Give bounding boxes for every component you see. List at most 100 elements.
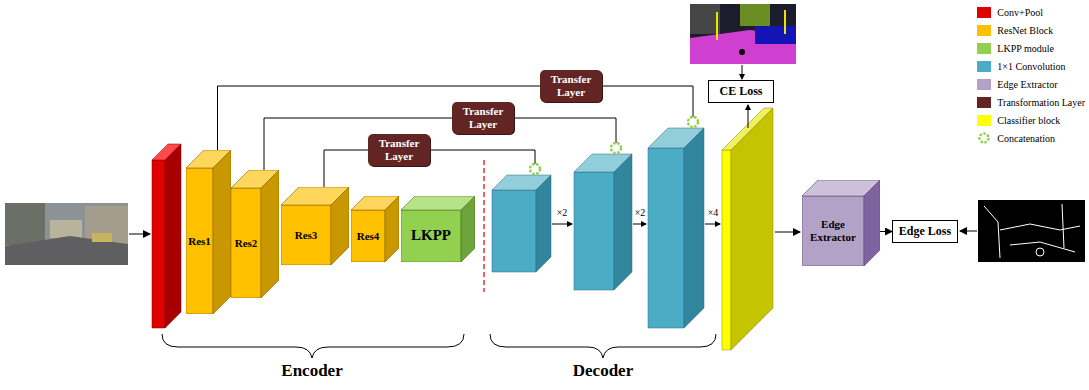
connector xyxy=(880,231,892,232)
cube-front xyxy=(802,196,864,266)
cube-shape xyxy=(186,150,231,314)
image-building xyxy=(85,206,128,244)
node-label: CE Loss xyxy=(719,85,762,99)
input-image xyxy=(5,203,128,265)
cube-face: Res1 xyxy=(186,168,213,314)
cube-face: Res3 xyxy=(281,205,331,265)
node-label: Transfer Layer xyxy=(543,73,599,98)
resnet-block: Res4 xyxy=(351,196,399,262)
seg-pole xyxy=(716,12,718,40)
node-label: Transfer Layer xyxy=(371,137,427,162)
legend-text: LKPP module xyxy=(997,43,1054,54)
legend-swatch xyxy=(977,43,991,54)
resnet-block: Res1 xyxy=(186,150,231,314)
legend: Conv+PoolResNet BlockLKPP module 1×1 Conv… xyxy=(977,3,1085,147)
conv1x1-side xyxy=(684,128,704,328)
seg-pole xyxy=(784,10,786,34)
node-label: Res1 xyxy=(188,235,211,248)
conv-pool-front xyxy=(152,160,165,328)
legend-row: Conv+Pool xyxy=(977,3,1085,21)
cube-front xyxy=(401,210,461,262)
seg-building xyxy=(690,4,720,34)
cube-front xyxy=(351,210,385,262)
section-label: Decoder xyxy=(573,361,633,381)
transfer-layer: Transfer Layer xyxy=(540,70,602,102)
conv1x1-front xyxy=(648,148,684,328)
encoder-brace xyxy=(162,334,464,358)
loss-box: CE Loss xyxy=(708,80,774,103)
skip-line xyxy=(514,118,616,143)
segmentation-image xyxy=(690,4,796,64)
node-label: Edge Loss xyxy=(899,225,951,239)
node-label: Res3 xyxy=(295,229,318,242)
legend-icon xyxy=(977,131,991,145)
input-arrow xyxy=(129,234,150,235)
split-line xyxy=(483,160,484,292)
edge-trace xyxy=(1010,242,1075,252)
image-building xyxy=(5,203,45,245)
classifier-side xyxy=(731,108,773,350)
edge-trace xyxy=(1036,248,1044,256)
cube-face: LKPP xyxy=(401,210,461,262)
cube-front xyxy=(186,168,213,314)
legend-row: ResNet Block xyxy=(977,21,1085,39)
edge-gt-arrow xyxy=(960,231,977,232)
edge-trace xyxy=(1062,204,1064,248)
classifier-front xyxy=(722,150,731,350)
edge-extractor: Edge Extractor xyxy=(802,180,880,266)
cube-face: Res2 xyxy=(231,188,261,298)
cube-front xyxy=(281,205,331,265)
decoder-brace xyxy=(490,334,716,358)
conv1x1-side xyxy=(536,175,551,272)
node-label: LKPP xyxy=(411,227,451,244)
legend-row: Classifier block xyxy=(977,111,1085,129)
concat-symbol xyxy=(611,143,621,153)
to-edge-arrow xyxy=(775,232,800,233)
legend-swatch xyxy=(977,61,991,72)
legend-swatch xyxy=(977,97,991,108)
seg-object xyxy=(739,49,745,55)
cube-side xyxy=(213,150,231,314)
upsample-arrow xyxy=(633,224,646,225)
legend-text: ResNet Block xyxy=(997,25,1053,36)
image-vehicle xyxy=(92,233,112,242)
skip-line xyxy=(602,86,693,117)
edge-image xyxy=(978,200,1085,262)
skip-line xyxy=(430,150,535,164)
cube-shape xyxy=(231,170,279,298)
transfer-layer: Transfer Layer xyxy=(452,102,514,134)
concat-symbol xyxy=(980,134,989,143)
cube-side xyxy=(461,196,475,262)
legend-text: 1×1 Convolution xyxy=(997,61,1065,72)
cube-shape xyxy=(281,187,349,265)
seg-car xyxy=(755,26,796,44)
resnet-block: Res2 xyxy=(231,170,279,298)
transfer-layer: Transfer Layer xyxy=(368,134,430,166)
scale-label: ×2 xyxy=(556,207,569,219)
connector xyxy=(264,118,452,170)
scale-label: ×2 xyxy=(634,207,647,219)
conv1x1-front xyxy=(574,172,614,290)
lkpp-module: LKPP xyxy=(401,196,475,262)
prediction-arrow xyxy=(748,105,749,128)
cube-face: Res4 xyxy=(351,210,385,262)
conv1x1-side xyxy=(614,154,632,290)
resnet-block: Res3 xyxy=(281,187,349,265)
edge-trace xyxy=(1000,224,1080,230)
conv-pool-side xyxy=(165,144,181,328)
legend-row: Transformation Layer xyxy=(977,93,1085,111)
legend-text: Conv+Pool xyxy=(997,7,1043,18)
gt-arrow xyxy=(742,65,743,79)
cube-side xyxy=(385,196,399,262)
cube-front xyxy=(231,188,261,298)
conv1x1-front xyxy=(492,190,536,272)
legend-text: Edge Extractor xyxy=(997,79,1057,90)
section-label: Encoder xyxy=(281,361,342,381)
node-label: Res4 xyxy=(357,230,380,243)
cube-side xyxy=(261,170,279,298)
node-label: Res2 xyxy=(235,237,258,250)
legend-row: Edge Extractor xyxy=(977,75,1085,93)
legend-swatch xyxy=(977,79,991,90)
